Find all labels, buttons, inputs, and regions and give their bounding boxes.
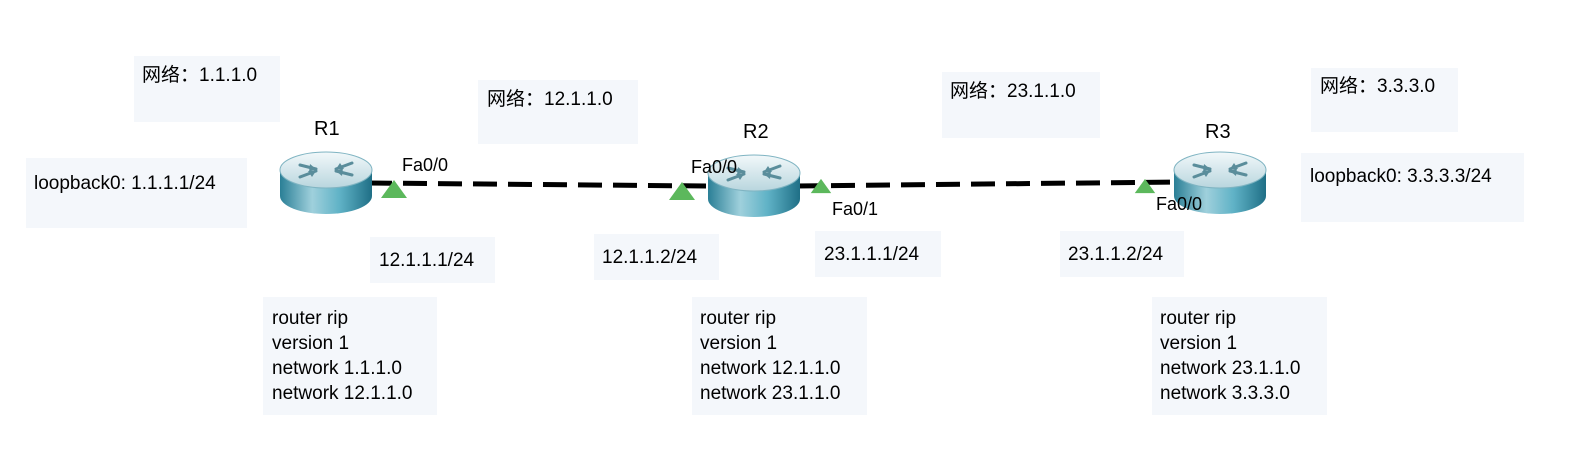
network-note-text: 网络：1.1.1.0 [142,65,258,86]
router-label-r1: R1 [314,118,340,140]
network-note-text: 网络：23.1.1.0 [950,81,1076,102]
ip-note-r1-fa00: 12.1.1.1/24 [370,237,495,283]
ip-note-text: 23.1.1.1/24 [824,244,920,265]
config-line: router rip [700,308,777,329]
network-note-1: 网络：1.1.1.0 [134,56,280,122]
router-icon[interactable] [1172,150,1268,218]
config-line: router rip [1160,308,1237,329]
router-icon[interactable] [706,153,802,221]
config-line: network 12.1.1.0 [700,358,841,379]
link-r2-r3 [795,179,1179,189]
router-icon[interactable] [278,150,374,218]
port-up-triangle-icon [1134,178,1156,194]
loopback-note-r1: loopback0: 1.1.1.1/24 [26,158,247,228]
network-note-12: 网络：12.1.1.0 [478,80,638,144]
config-line: version 1 [700,333,778,354]
config-line: network 1.1.1.0 [272,358,402,379]
ip-note-text: 12.1.1.2/24 [602,247,698,268]
loopback-note-r3: loopback0: 3.3.3.3/24 [1301,153,1524,222]
loopback-note-text: loopback0: 1.1.1.1/24 [34,173,216,194]
router-icon-graphic [1173,151,1267,214]
config-line: network 12.1.1.0 [272,383,413,404]
config-note-r1: router rip version 1 network 1.1.1.0 net… [263,297,437,415]
config-line: network 23.1.1.0 [700,383,841,404]
port-label-r2-fa01: Fa0/1 [832,199,879,219]
router-icon-graphic [279,151,373,214]
loopback-note-text: loopback0: 3.3.3.3/24 [1310,166,1492,187]
ip-note-text: 23.1.1.2/24 [1068,244,1164,265]
config-line: network 23.1.1.0 [1160,358,1301,379]
port-up-triangle-icon [381,180,407,198]
router-label-r3: R3 [1205,121,1231,143]
link-r1-r2 [367,180,707,189]
config-line: router rip [272,308,349,329]
network-note-text: 网络：12.1.1.0 [487,89,613,110]
config-line: version 1 [1160,333,1238,354]
port-label-r1-fa00: Fa0/0 [402,155,449,175]
ip-note-r2-fa00: 12.1.1.2/24 [594,234,719,280]
port-up-triangle-icon [669,182,695,200]
ip-note-text: 12.1.1.1/24 [379,250,475,271]
config-line: version 1 [272,333,350,354]
network-note-text: 网络：3.3.3.0 [1320,76,1436,97]
network-note-3: 网络：3.3.3.0 [1311,68,1458,132]
router-label-r2: R2 [743,121,769,143]
ip-note-r3-fa00: 23.1.1.2/24 [1060,231,1184,277]
port-label-r2-fa00: Fa0/0 [691,157,738,177]
port-label-r3-fa00: Fa0/0 [1156,194,1203,214]
config-note-r2: router rip version 1 network 12.1.1.0 ne… [692,297,867,415]
network-note-23: 网络：23.1.1.0 [942,72,1100,138]
config-line: network 3.3.3.0 [1160,383,1290,404]
router-icon-graphic [707,154,801,217]
ip-note-r2-fa01: 23.1.1.1/24 [815,231,941,277]
port-up-triangle-icon [810,178,832,194]
config-note-r3: router rip version 1 network 23.1.1.0 ne… [1152,297,1327,415]
